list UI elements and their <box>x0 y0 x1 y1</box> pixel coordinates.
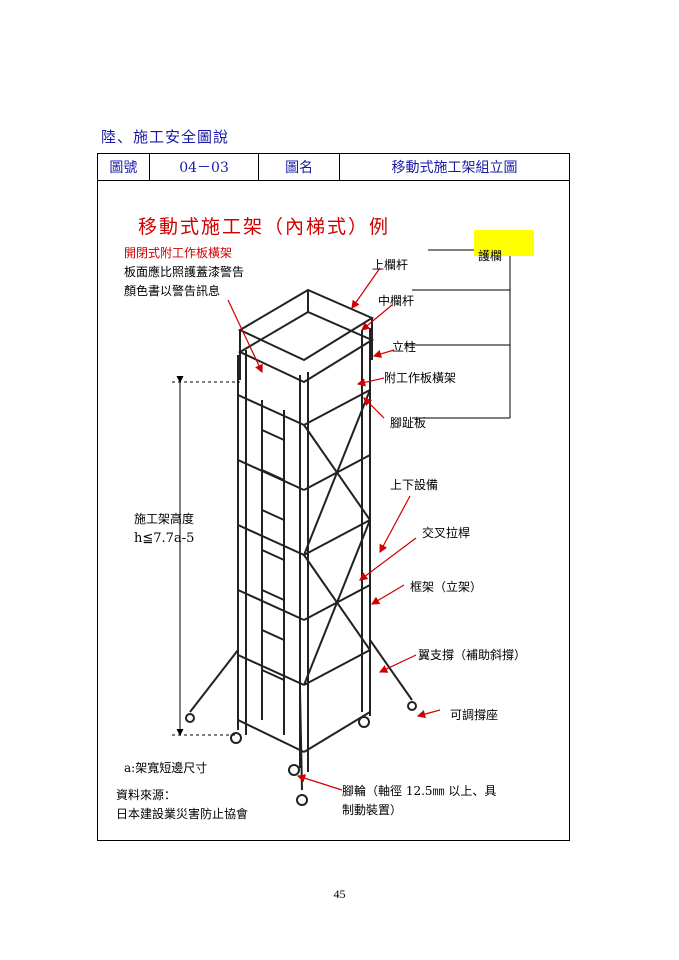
source-org: 日本建設業災害防止協會 <box>116 807 249 821</box>
caster-line-1: 腳輪（軸徑 12.5㎜ 以上、具 <box>342 784 497 798</box>
platform-note-line-2: 顏色書以警告訊息 <box>124 284 221 298</box>
drawing-frame: 圖號 04－03 圖名 移動式施工架組立圖 <box>97 153 570 841</box>
guardrail-highlight <box>474 230 534 256</box>
drawing-number-value: 04－03 <box>150 154 260 180</box>
guardrail-bracket <box>404 249 511 419</box>
platform-note-line-1: 板面應比照護蓋漆警告 <box>124 265 245 279</box>
label-cross-brace: 交叉拉桿 <box>422 526 471 540</box>
drawing-name-value: 移動式施工架組立圖 <box>391 160 518 176</box>
caster-line-2: 制動裝置） <box>342 803 403 817</box>
diagram-title: 移動式施工架（內梯式）例 <box>138 216 391 238</box>
label-top-rail: 上欄杆 <box>372 258 409 272</box>
source-note: 資料來源： 日本建設業災害防止協會 <box>116 786 248 824</box>
platform-note-red: 開閉式附工作板橫架 <box>124 246 233 260</box>
height-note: 施工架高度 h≦7.7a-5 <box>134 510 194 548</box>
label-work-platform: 附工作板橫架 <box>384 371 457 385</box>
section-title: 陸、施工安全圖說 <box>101 128 230 146</box>
label-frame: 框架（立架） <box>410 580 483 594</box>
header-row: 圖號 04－03 圖名 移動式施工架組立圖 <box>98 154 569 181</box>
label-guardrail: 護欄 <box>478 249 503 263</box>
scaffold-tower <box>185 288 417 806</box>
page-number: 45 <box>333 887 346 901</box>
drawing-name-label: 圖名 <box>259 154 340 180</box>
height-label: 施工架高度 <box>134 512 195 526</box>
label-post: 立柱 <box>392 340 417 354</box>
label-outrigger: 翼支撐（補助斜撐） <box>418 648 527 662</box>
label-mid-rail: 中欄杆 <box>378 294 415 308</box>
leader-arrows <box>227 267 441 791</box>
height-dimension <box>172 376 240 736</box>
label-access: 上下設備 <box>390 478 439 492</box>
caster-note: 腳輪（軸徑 12.5㎜ 以上、具 制動裝置） <box>342 782 496 820</box>
width-note: a:架寬短邊尺寸 <box>124 761 208 775</box>
drawing-number-label: 圖號 <box>98 154 150 180</box>
platform-note: 板面應比照護蓋漆警告 顏色書以警告訊息 <box>124 263 244 301</box>
label-toe-board: 腳趾板 <box>390 416 427 430</box>
height-formula: h≦7.7a-5 <box>134 531 195 546</box>
source-label: 資料來源： <box>116 788 177 802</box>
label-adjustable-base: 可調撐座 <box>450 708 499 722</box>
